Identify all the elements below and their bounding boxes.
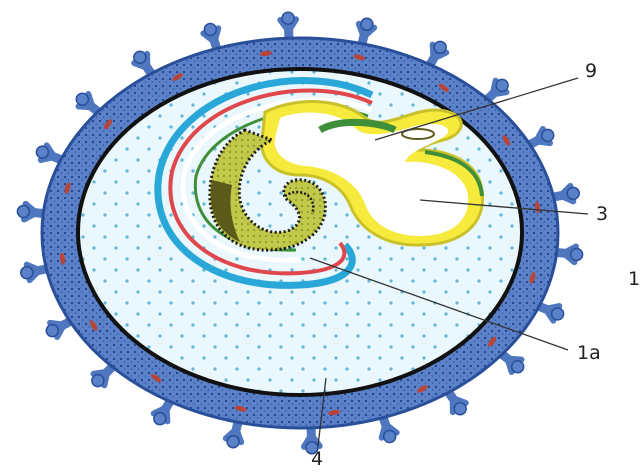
label-1a: 1a xyxy=(577,344,601,363)
label-1: 1 xyxy=(628,270,640,289)
label-4: 4 xyxy=(311,450,323,469)
label-3: 3 xyxy=(596,205,608,224)
label-9: 9 xyxy=(585,62,597,81)
